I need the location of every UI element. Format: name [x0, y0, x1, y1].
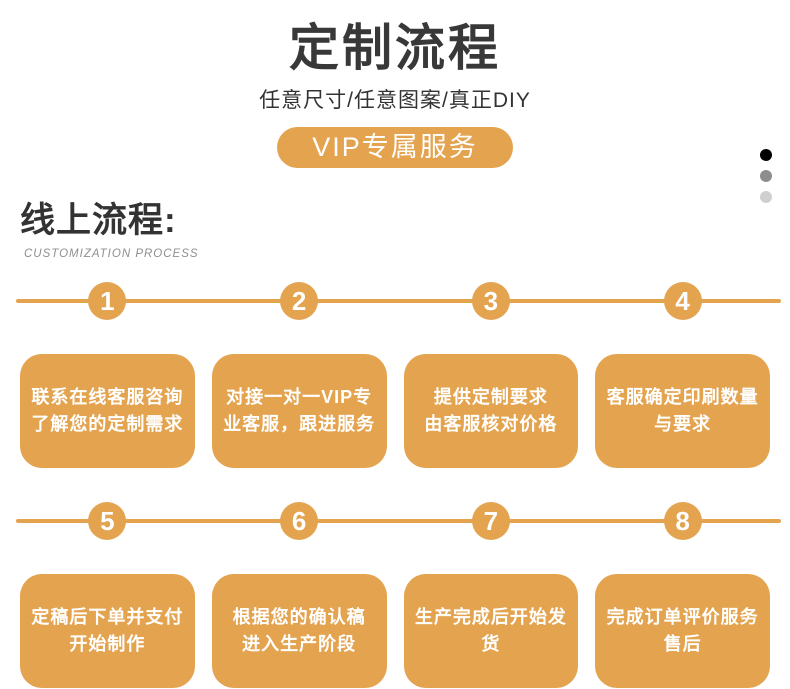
step-text-line: 了解您的定制需求 [31, 414, 184, 434]
step-number-badge: 8 [663, 502, 702, 540]
step-text-line: 由客服核对价格 [424, 414, 558, 434]
step-number-badge: 5 [88, 502, 127, 540]
step-card: 对接一对一VIP专 业客服，跟进服务 [211, 354, 387, 468]
step-text-line: 定稿后下单并支付 [31, 607, 184, 627]
step-text-line: 对接一对一VIP专 [226, 387, 373, 407]
step-card-row: 定稿后下单并支付 开始制作 根据您的确认稿 进入生产阶段 生产完成后开始发 货 … [20, 574, 770, 688]
page-title: 定制流程 [289, 20, 501, 76]
carousel-dot-active[interactable] [760, 149, 772, 161]
process-row-2: 5 6 7 8 定稿后下单并支付 开始制作 根据您的确认稿 进入生产阶段 生产完… [0, 502, 790, 688]
step-card: 根据您的确认稿 进入生产阶段 [211, 574, 387, 688]
step-text-line: 售后 [663, 634, 702, 654]
step-number-badge: 3 [471, 282, 510, 320]
step-text-line: 开始制作 [69, 634, 146, 654]
carousel-dot[interactable] [760, 170, 772, 182]
step-text-line: 与要求 [654, 414, 712, 434]
vip-service-badge: VIP专属服务 [277, 127, 513, 168]
timeline-connector-line [16, 519, 781, 523]
step-card: 联系在线客服咨询 了解您的定制需求 [20, 354, 195, 468]
page-header: 定制流程 任意尺寸/任意图案/真正DIY VIP专属服务 [0, 0, 790, 168]
carousel-dot[interactable] [760, 191, 772, 203]
step-number-badge: 2 [280, 282, 319, 320]
step-text-line: 进入生产阶段 [242, 634, 357, 654]
step-text-line: 完成订单评价服务 [606, 607, 759, 627]
step-card: 生产完成后开始发 货 [403, 574, 579, 688]
carousel-dots [760, 149, 772, 203]
step-text-line: 生产完成后开始发 [414, 607, 567, 627]
step-number-badge: 7 [471, 502, 510, 540]
step-number-row: 1 2 3 4 [20, 282, 770, 320]
step-number-row: 5 6 7 8 [20, 502, 770, 540]
step-card: 定稿后下单并支付 开始制作 [20, 574, 195, 688]
step-text-line: 根据您的确认稿 [232, 607, 366, 627]
step-card: 完成订单评价服务 售后 [595, 574, 770, 688]
step-number-badge: 6 [280, 502, 319, 540]
step-text-line: 联系在线客服咨询 [31, 387, 184, 407]
step-number-badge: 4 [663, 282, 702, 320]
step-card: 客服确定印刷数量 与要求 [595, 354, 770, 468]
step-text-line: 业客服，跟进服务 [223, 414, 376, 434]
step-text-line: 货 [481, 634, 501, 654]
step-number-badge: 1 [88, 282, 127, 320]
step-text-line: 提供定制要求 [433, 387, 548, 407]
step-card: 提供定制要求 由客服核对价格 [403, 354, 579, 468]
timeline-connector-line [16, 299, 781, 303]
section-title-block: 线上流程: CUSTOMIZATION PROCESS [20, 192, 770, 260]
step-card-row: 联系在线客服咨询 了解您的定制需求 对接一对一VIP专 业客服，跟进服务 提供定… [20, 354, 770, 468]
step-text-line: 客服确定印刷数量 [606, 387, 759, 407]
page-subtitle: 任意尺寸/任意图案/真正DIY [259, 89, 531, 112]
process-row-1: 1 2 3 4 联系在线客服咨询 了解您的定制需求 对接一对一VIP专 业客服，… [0, 282, 790, 468]
section-subheading: CUSTOMIZATION PROCESS [24, 248, 199, 260]
section-heading: 线上流程: [20, 201, 177, 240]
